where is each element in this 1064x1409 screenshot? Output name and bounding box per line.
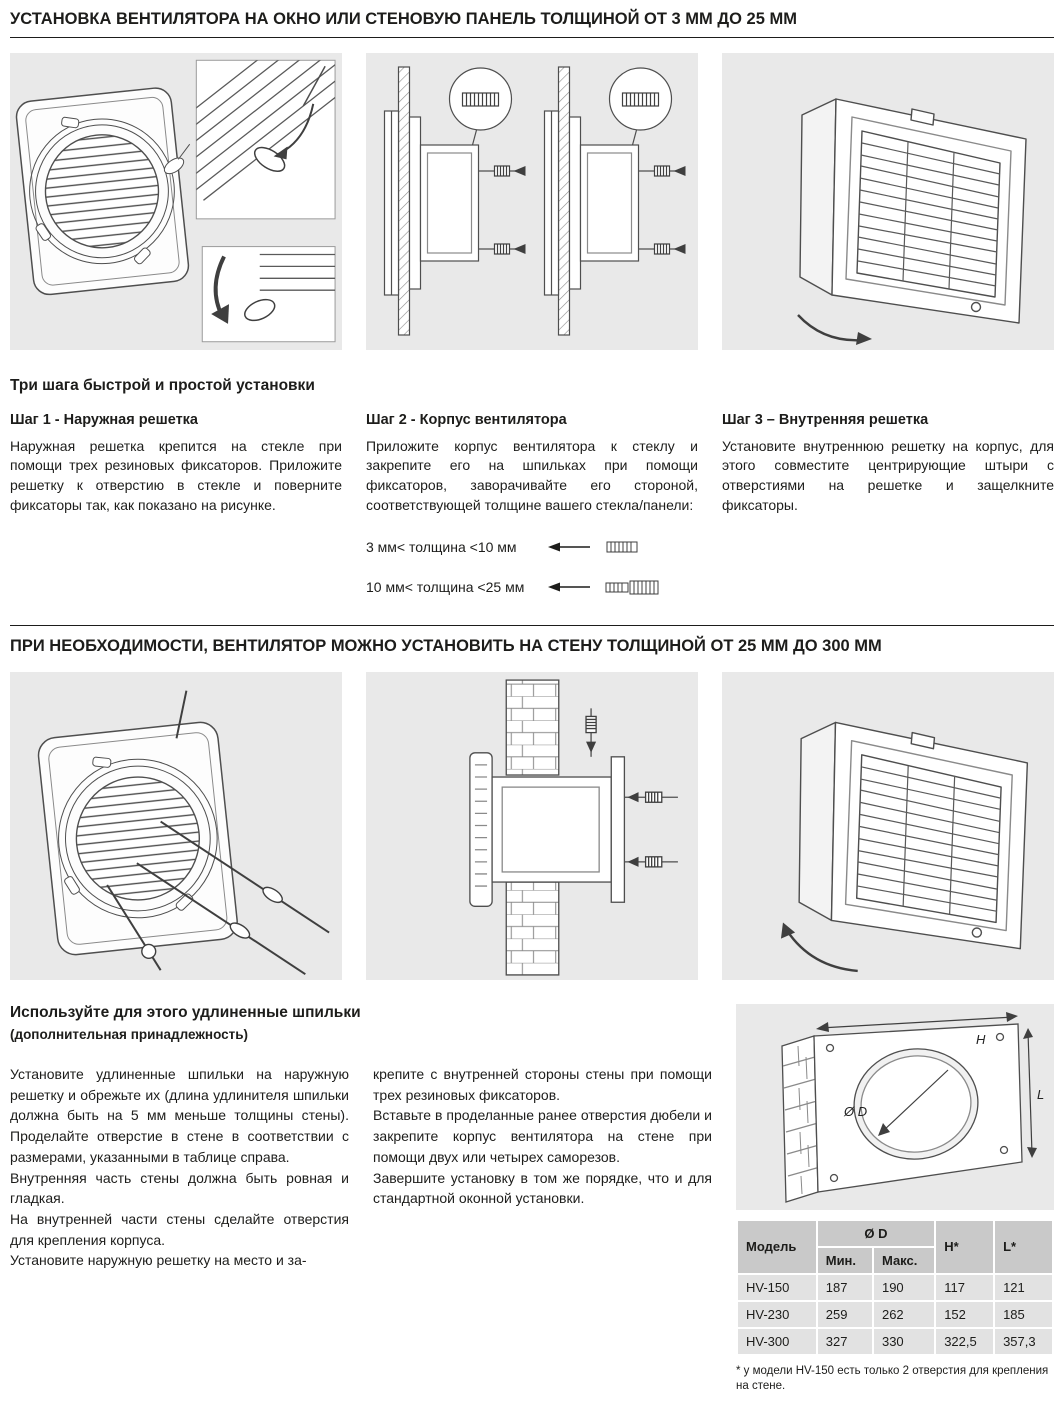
- table-header-l: L*: [995, 1220, 1052, 1273]
- wall-dimensions-illustration: H L Ø D: [781, 1011, 1044, 1203]
- step3-heading: Шаг 3 – Внутренняя решетка: [722, 411, 929, 428]
- illustration-step1-panel: [10, 52, 342, 350]
- dim-label-h: H: [976, 1032, 986, 1047]
- wall-text-right: крепите с внутренней стороны стены при п…: [373, 1065, 712, 1207]
- wall-text-columns: Установите удлиненные шпильки на наружну…: [10, 1064, 712, 1271]
- table-row: HV-150 187 190 117 121: [738, 1274, 1052, 1300]
- dimensions-table: Модель Ø D H* L* Мин. Макс. HV-150 187 1…: [736, 1219, 1054, 1356]
- exterior-grille-illustration: [15, 59, 336, 343]
- dim-label-d: Ø D: [843, 1104, 867, 1119]
- plug-long-icon: [605, 580, 659, 595]
- cell-h: 152: [936, 1301, 994, 1327]
- illustration-dimensions-panel: H L Ø D: [736, 1003, 1054, 1210]
- table-row: HV-230 259 262 152 185: [738, 1301, 1052, 1327]
- wall-mounting-side-illustration: [469, 679, 678, 976]
- step1-body: Наружная решетка крепится на стекле при …: [10, 437, 342, 513]
- dimensions-block: H L Ø D Модель Ø D H* L* Мин. Макс.: [736, 1003, 1054, 1395]
- table-footnote: * у модели HV-150 есть только 2 отверсти…: [736, 1364, 1049, 1393]
- thickness-option-row: 3 мм< толщина <10 мм: [366, 539, 698, 555]
- section-wall-title: ПРИ НЕОБХОДИМОСТИ, ВЕНТИЛЯТОР МОЖНО УСТА…: [10, 637, 882, 656]
- fan-3d-illustration: [797, 98, 1027, 345]
- table-header-d-min: Мин.: [817, 1247, 872, 1273]
- step2-column: Шаг 2 - Корпус вентилятора Приложите кор…: [366, 412, 698, 595]
- cell-d-min: 187: [817, 1274, 872, 1300]
- cell-model: HV-300: [738, 1328, 816, 1354]
- cell-d-min: 327: [817, 1328, 872, 1354]
- step3-body: Установите внутреннюю решетку на корпус,…: [722, 437, 1054, 513]
- wall-install-text-block: Используйте для этого удлиненные шпильки…: [10, 1004, 712, 1395]
- step2-body: Приложите корпус вентилятора к стеклу и …: [366, 437, 698, 513]
- long-studs-subtitle: Используйте для этого удлиненные шпильки: [10, 1003, 361, 1021]
- arrow-left-icon: [548, 582, 590, 592]
- step1-heading: Шаг 1 - Наружная решетка: [10, 411, 198, 428]
- cell-l: 185: [995, 1301, 1052, 1327]
- wall-install-illustrations: [10, 671, 1054, 980]
- thickness-option-label: 10 мм< толщина <25 мм: [366, 579, 525, 596]
- cell-model: HV-230: [738, 1301, 816, 1327]
- table-header-h: H*: [936, 1220, 994, 1273]
- illustration-step2-panel: [366, 52, 698, 350]
- window-install-illustrations: [10, 52, 1054, 350]
- cell-d-max: 190: [873, 1274, 935, 1300]
- wall-install-bottom: Используйте для этого удлиненные шпильки…: [10, 1003, 1054, 1395]
- fan-body-mounting-illustration: [383, 66, 687, 336]
- divider-middle: [10, 625, 1054, 627]
- plug-short-icon: [606, 541, 638, 553]
- table-row: HV-300 327 330 322,5 357,3: [738, 1328, 1052, 1354]
- divider-top: [10, 36, 1054, 38]
- cell-l: 121: [995, 1274, 1052, 1300]
- step3-column: Шаг 3 – Внутренняя решетка Установите вн…: [722, 412, 1054, 595]
- illustration-step3-panel: [722, 52, 1054, 350]
- illustration-long-studs-panel: [10, 671, 342, 980]
- illustration-fan-3d-wall-panel: [722, 671, 1054, 980]
- cell-l: 357,3: [995, 1328, 1052, 1354]
- fan-3d-wall-illustration: [780, 721, 1029, 973]
- section-window-title: УСТАНОВКА ВЕНТИЛЯТОРА НА ОКНО ИЛИ СТЕНОВ…: [10, 10, 797, 28]
- cell-model: HV-150: [738, 1274, 816, 1300]
- wall-text-left: Установите удлиненные шпильки на наружну…: [10, 1065, 349, 1269]
- step2-heading: Шаг 2 - Корпус вентилятора: [366, 411, 567, 428]
- three-steps-subtitle: Три шага быстрой и простой установки: [10, 376, 315, 394]
- cell-h: 117: [936, 1274, 994, 1300]
- steps-text-columns: Шаг 1 - Наружная решетка Наружная решетк…: [10, 412, 1054, 595]
- grille-long-studs-illustration: [37, 690, 330, 975]
- cell-d-max: 262: [873, 1301, 935, 1327]
- thickness-option-label: 3 мм< толщина <10 мм: [366, 539, 517, 556]
- table-header-d-max: Макс.: [873, 1247, 935, 1273]
- arrow-left-icon: [548, 542, 590, 552]
- cell-d-max: 330: [873, 1328, 935, 1354]
- table-header-d: Ø D: [817, 1220, 935, 1246]
- step1-column: Шаг 1 - Наружная решетка Наружная решетк…: [10, 412, 342, 595]
- illustration-wall-side-panel: [366, 671, 698, 980]
- cell-h: 322,5: [936, 1328, 994, 1354]
- long-studs-subnote: (дополнительная принадлежность): [10, 1026, 249, 1042]
- thickness-option-row: 10 мм< толщина <25 мм: [366, 579, 698, 595]
- dim-label-l: L: [1037, 1087, 1044, 1102]
- cell-d-min: 259: [817, 1301, 872, 1327]
- table-header-model: Модель: [738, 1220, 816, 1273]
